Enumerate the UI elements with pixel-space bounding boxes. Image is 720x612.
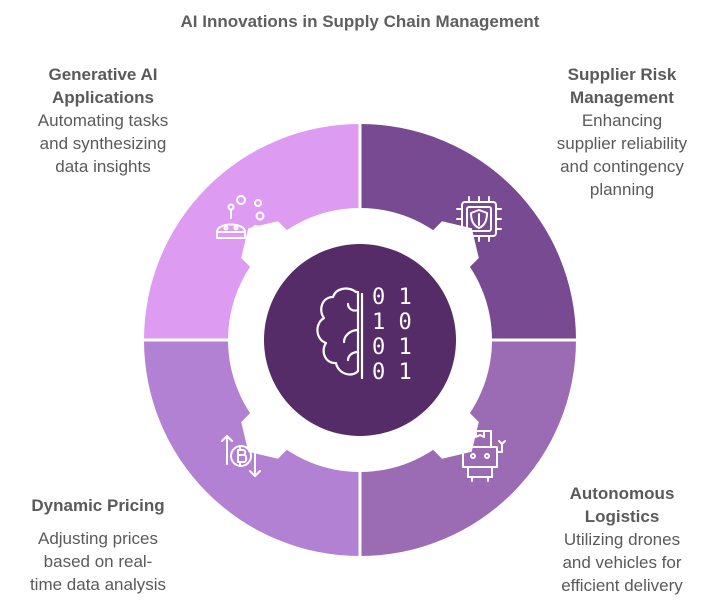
description-line: Enhancing xyxy=(581,111,663,130)
bitcoin-arrows-icon xyxy=(221,435,261,477)
dynamic-pricing-block: Dynamic Pricing Adjusting prices based o… xyxy=(3,494,193,596)
description-line: and vehicles for xyxy=(562,553,682,572)
heading-line: Generative AI xyxy=(48,65,158,84)
description-line: efficient delivery xyxy=(561,576,683,595)
robot-package-icon xyxy=(454,430,506,482)
robot-bubbles-icon xyxy=(216,195,265,239)
heading-line: Logistics xyxy=(584,507,660,526)
heading-line: Autonomous xyxy=(569,484,675,503)
brain-binary-icon xyxy=(316,287,364,380)
generative-ai-block: Generative AI Applications Automating ta… xyxy=(8,63,198,178)
binary-row: 0 1 xyxy=(372,360,412,385)
heading-line: Management xyxy=(570,88,674,107)
autonomous-logistics-description: Utilizing drones and vehicles for effici… xyxy=(527,528,717,597)
generative-ai-description: Automating tasks and synthesizing data i… xyxy=(8,109,198,178)
supplier-risk-heading: Supplier Risk Management xyxy=(527,63,717,109)
binary-digits: 0 11 00 10 1 xyxy=(372,285,412,385)
binary-row: 0 1 xyxy=(372,335,412,360)
description-line: time data analysis xyxy=(29,575,167,594)
description-line: and contingency xyxy=(560,157,684,176)
supplier-risk-block: Supplier Risk Management Enhancing suppl… xyxy=(527,63,717,201)
autonomous-logistics-heading: Autonomous Logistics xyxy=(527,482,717,528)
autonomous-logistics-block: Autonomous Logistics Utilizing drones an… xyxy=(527,482,717,597)
binary-row: 1 0 xyxy=(372,310,412,335)
center-disc xyxy=(264,244,456,436)
description-line: Adjusting prices xyxy=(37,529,158,548)
description-line: Automating tasks xyxy=(37,111,169,130)
dynamic-pricing-description: Adjusting prices based on real- time dat… xyxy=(3,527,193,596)
heading-line: Supplier Risk xyxy=(567,65,677,84)
heading-line: Applications xyxy=(51,88,154,107)
description-line: supplier reliability xyxy=(556,134,688,153)
description-line: planning xyxy=(589,180,655,199)
generative-ai-heading: Generative AI Applications xyxy=(8,63,198,109)
description-line: and synthesizing xyxy=(39,134,167,153)
supplier-risk-description: Enhancing supplier reliability and conti… xyxy=(527,109,717,201)
page-title: AI Innovations in Supply Chain Managemen… xyxy=(180,12,540,31)
chip-shield-icon xyxy=(456,196,502,242)
description-line: data insights xyxy=(55,157,151,176)
description-line: Utilizing drones xyxy=(563,530,681,549)
heading-line: Dynamic Pricing xyxy=(31,496,165,515)
binary-row: 0 1 xyxy=(372,285,412,310)
dynamic-pricing-heading: Dynamic Pricing xyxy=(3,494,193,517)
description-line: based on real- xyxy=(43,552,153,571)
